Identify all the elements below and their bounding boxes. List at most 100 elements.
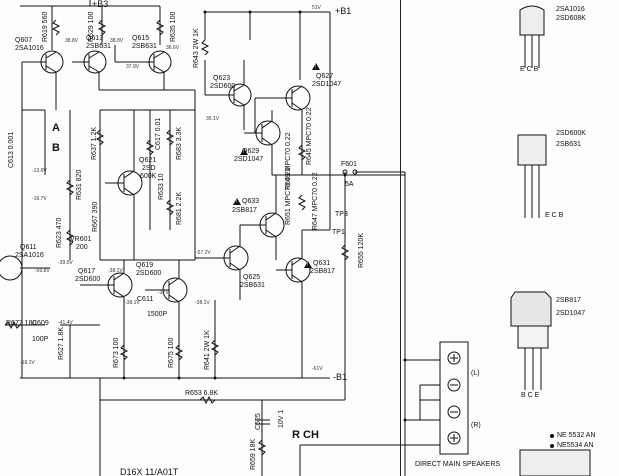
node-a-label: A bbox=[52, 122, 60, 134]
r635-label: R635 100 bbox=[170, 11, 177, 42]
r673-label: R673 100 bbox=[113, 337, 120, 368]
r675-label: R675 100 bbox=[168, 337, 175, 368]
voltage-annotation: -37V bbox=[158, 290, 169, 296]
q607-part: 2SA1016 bbox=[15, 45, 44, 52]
voltage-annotation: -16.7V bbox=[32, 196, 47, 202]
c613-label: C613 0.001 bbox=[8, 131, 15, 168]
voltage-annotation: -59.8V bbox=[35, 268, 50, 274]
package-4-part-a: NE 5532 AN bbox=[557, 432, 596, 439]
q633-ref: Q633 bbox=[242, 198, 260, 205]
r627-label: R627 1.8K bbox=[58, 326, 65, 360]
q617-ref: Q617 bbox=[78, 268, 96, 275]
q631-part: 2SB817 bbox=[310, 268, 335, 275]
c617-label: C617 0.01 bbox=[155, 117, 162, 150]
package-3-part-b: 2SD1047 bbox=[556, 310, 586, 317]
voltage-annotation: -41.4V bbox=[58, 320, 73, 326]
package-2-part-a: 2SD600K bbox=[556, 130, 586, 137]
r623-label: R623 470 bbox=[56, 217, 63, 248]
q611-part: 2SA1016 bbox=[15, 252, 44, 259]
voltage-annotation: -38.1V bbox=[125, 300, 140, 306]
voltage-annotation: -39.0V bbox=[58, 260, 73, 266]
r683-label: R683 3.3K bbox=[176, 126, 183, 160]
q611-ref: Q611 bbox=[20, 244, 37, 251]
speaker-l-label: (L) bbox=[471, 370, 480, 377]
r637-label: R637 1.2K bbox=[91, 126, 98, 160]
rail-b1-pos-label: +B1 bbox=[335, 6, 352, 16]
r647-label: R647 MPC70 0.22 bbox=[312, 172, 319, 230]
r619-label: R619 560 bbox=[42, 11, 49, 42]
r645-label: R645 MPC70 0.22 bbox=[306, 107, 313, 165]
rail-b3-label: +B3 bbox=[92, 0, 109, 9]
fuse-label: F601 bbox=[341, 161, 357, 168]
bottom-reference-text: D16X 11/A01T bbox=[120, 467, 179, 476]
voltage-annotation: -13.6V bbox=[32, 168, 47, 174]
r653-label: R653 6.8K bbox=[185, 390, 219, 397]
safety-warning-icon bbox=[304, 261, 312, 268]
voltage-annotation: -57.2V bbox=[196, 250, 211, 256]
q623-ref: Q623 bbox=[213, 75, 231, 82]
voltage-annotation: -59.1V bbox=[20, 360, 35, 366]
package-1-pins: E C B bbox=[520, 66, 539, 73]
package-2-part-b: 2SB631 bbox=[556, 141, 581, 148]
c609-value: 100P bbox=[32, 336, 49, 343]
r641-label: R641 2W 1K bbox=[204, 330, 211, 370]
r643-label: R643 2W 1K bbox=[193, 28, 200, 68]
r631-label: R631 820 bbox=[76, 169, 83, 200]
r677-label: R677 180 bbox=[6, 320, 37, 327]
q625-part: 2SB631 bbox=[240, 282, 265, 289]
rail-b1-neg-label: -B1 bbox=[333, 372, 348, 382]
speaker-r-label: (R) bbox=[471, 422, 481, 429]
q623-part: 2SD600 bbox=[210, 83, 236, 90]
voltage-annotation: -38.1V bbox=[195, 300, 210, 306]
r667-label: R667 390 bbox=[92, 201, 99, 232]
r681-label: R681 2.2K bbox=[176, 191, 183, 225]
q613-ref: Q613 bbox=[86, 35, 104, 42]
voltage-annotation: -38.1V bbox=[108, 268, 123, 274]
safety-warning-icon bbox=[240, 148, 248, 155]
package-1-part-b: 2SD608K bbox=[556, 15, 586, 22]
q615-ref: Q615 bbox=[132, 35, 150, 42]
voltage-annotation: 37.9V bbox=[126, 64, 140, 70]
safety-warning-icon bbox=[233, 198, 241, 205]
tp1-label: TP1 bbox=[332, 229, 345, 236]
voltage-annotation: 36.6V bbox=[166, 45, 180, 51]
vr601-label: VR601 bbox=[70, 236, 92, 243]
r651-label: R651 MPC70 0.22 bbox=[285, 167, 292, 225]
voltage-annotation: 38.8V bbox=[65, 38, 79, 44]
rail-b1-pos-voltage: 51V bbox=[312, 5, 321, 11]
node-b-label: B bbox=[52, 142, 60, 154]
q629-part: 2SD1047 bbox=[234, 156, 264, 163]
voltage-annotation: 38.8V bbox=[110, 38, 124, 44]
panel-divider bbox=[400, 0, 401, 476]
q627-ref: Q627 bbox=[316, 73, 334, 80]
r633-label: R633 10 bbox=[158, 173, 165, 200]
package-3-pins: B C E bbox=[521, 392, 540, 399]
q613-part: 2SB631 bbox=[86, 43, 111, 50]
q619-part: 2SD600 bbox=[136, 270, 162, 277]
q619-ref: Q619 bbox=[136, 262, 154, 269]
package-2-pins: E C B bbox=[545, 212, 564, 219]
q621-part: 2SD bbox=[142, 165, 156, 172]
channel-label: R CH bbox=[292, 429, 319, 441]
package-4-part-b: NE5534 AN bbox=[557, 442, 594, 449]
package-3-part-a: 2SB817 bbox=[556, 297, 581, 304]
vr601-value: 200 bbox=[76, 244, 88, 251]
q607-ref: Q607 bbox=[15, 37, 33, 44]
package-1-part-a: 2SA1016 bbox=[556, 6, 585, 13]
rail-b1-neg-voltage: -61V bbox=[312, 366, 323, 372]
c625-value: 10V 1 bbox=[278, 409, 285, 428]
r659-label: R659 18K bbox=[250, 438, 257, 470]
c611-label: C611 bbox=[137, 296, 154, 303]
c625-label: C625 bbox=[255, 413, 262, 430]
c609-label: C609 bbox=[32, 320, 49, 327]
q617-part: 2SD600 bbox=[75, 276, 101, 283]
speaker-terminal-caption: DIRECT MAIN SPEAKERS bbox=[415, 461, 501, 468]
q615-part: 2SB631 bbox=[132, 43, 157, 50]
r655-label: R655 120K bbox=[358, 232, 365, 268]
q625-ref: Q625 bbox=[243, 274, 261, 281]
tp3-label: TP3 bbox=[335, 211, 348, 218]
safety-warning-icon bbox=[312, 63, 320, 70]
voltage-annotation: 35.1V bbox=[206, 116, 220, 122]
